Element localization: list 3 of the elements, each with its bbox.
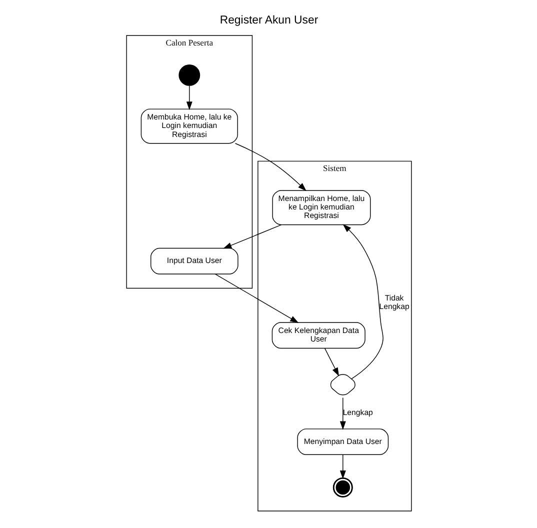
edge-label: Tidak Lengkap xyxy=(378,293,409,311)
edge-label: Lengkap xyxy=(342,408,372,418)
diagram-title: Register Akun User xyxy=(219,14,318,26)
